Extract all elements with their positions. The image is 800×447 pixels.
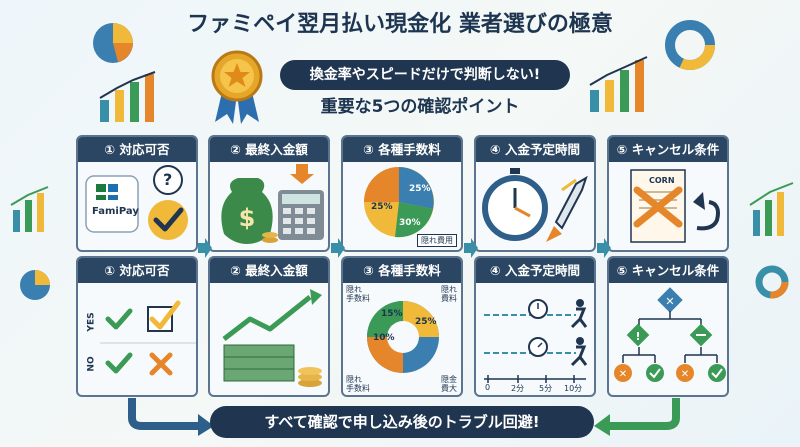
card-top-5-cancel: ⑤ キャンセル条件 CORN	[607, 135, 729, 252]
card-header: ① 対応可否	[78, 137, 196, 162]
donut-side-label: 隠れ 手数料	[346, 285, 370, 303]
subtitle-pill: 換金率やスピードだけで判断しない!	[280, 60, 570, 90]
donut-side-label: 隠れ 手数料	[346, 375, 370, 393]
card-bottom-5-cancel: ⑤ キャンセル条件 ✕ ! ✕ ✕	[607, 256, 729, 397]
page-title: ファミペイ翌月払い現金化 業者選びの極意	[187, 12, 613, 37]
pie-slice-label: 25%	[371, 202, 393, 212]
yes-no-check-icon	[100, 300, 196, 376]
subtitle-heading: 重要な5つの確認ポイント	[320, 97, 520, 117]
question-mark: ?	[163, 170, 173, 189]
timeline-tick: 2分	[511, 384, 525, 393]
stopwatch-rocket-icon	[482, 168, 588, 242]
bottom-banner: すべて確認で申し込み後のトラブル回避!	[210, 406, 594, 438]
side-chart-right-icon	[749, 182, 794, 236]
timeline-tick: 5分	[539, 384, 553, 393]
famipay-check-icon	[85, 165, 188, 240]
medal-icon	[211, 50, 263, 124]
donut-chart-decoration-icon	[665, 20, 715, 70]
side-chart-left-icon	[10, 186, 49, 232]
card-bottom-3-fees: ③ 各種手数料 15% 25% 10% 隠れ 手数料 隠れ 手数料 隠れ 費料 …	[341, 256, 463, 397]
donut-side-label: 隠金 費大	[441, 375, 457, 393]
timeline-tick: 10分	[564, 384, 583, 393]
svg-text:!: !	[635, 330, 640, 343]
arrow-curve-right-icon	[594, 398, 680, 436]
money-bag-calculator-icon: $	[221, 164, 324, 244]
bar-chart-decoration-icon	[99, 71, 156, 122]
flowchart-icon: ✕ ! ✕ ✕	[614, 287, 726, 382]
donut-slice-label: 10%	[373, 333, 395, 343]
cancel-document-icon	[630, 169, 720, 243]
timeline-tick: 0	[485, 383, 491, 392]
donut-slice-label: 25%	[415, 317, 437, 327]
arrow-right-icon	[331, 238, 345, 258]
card-top-3-fees: ③ 各種手数料 25% 25% 30% 隠れ費用	[341, 135, 463, 252]
card-header: ④ 入金予定時間	[476, 137, 594, 162]
hidden-fee-tag: 隠れ費用	[417, 234, 457, 247]
yes-label: YES	[86, 312, 97, 332]
side-donut-right-icon	[755, 265, 789, 299]
side-pie-left-icon	[20, 270, 50, 300]
svg-text:✕: ✕	[681, 369, 689, 380]
pie-chart-decoration-icon	[93, 23, 133, 63]
pie-slice-label: 25%	[409, 184, 431, 194]
card-header: ② 最終入金額	[210, 258, 328, 283]
card-header: ① 対応可否	[78, 258, 196, 283]
bar-chart-decoration-right-icon	[589, 56, 648, 112]
card-header: ③ 各種手数料	[343, 258, 461, 283]
svg-text:✕: ✕	[665, 295, 674, 308]
card-bottom-2-final-amount: ② 最終入金額	[208, 256, 330, 397]
fee-donut-icon	[367, 301, 439, 373]
card-top-2-final-amount: ② 最終入金額 $	[208, 135, 330, 252]
arrow-right-icon	[464, 238, 478, 258]
card-header: ③ 各種手数料	[343, 137, 461, 162]
timeline-icon	[484, 299, 588, 383]
svg-text:$: $	[239, 204, 256, 232]
arrow-right-icon	[597, 238, 611, 258]
card-top-4-deposit-time: ④ 入金予定時間	[474, 135, 596, 252]
famipay-logo-text: FamiPay	[92, 206, 139, 217]
card-header: ⑤ キャンセル条件	[609, 137, 727, 162]
pie-slice-label: 30%	[399, 218, 421, 228]
card-header: ② 最終入金額	[210, 137, 328, 162]
no-label: NO	[86, 356, 97, 372]
donut-side-label: 隠れ 費料	[441, 285, 457, 303]
arrow-curve-left-icon	[128, 398, 214, 436]
svg-text:✕: ✕	[619, 369, 627, 380]
fee-pie-icon	[364, 167, 434, 238]
card-header: ⑤ キャンセル条件	[609, 258, 727, 283]
donut-slice-label: 15%	[381, 309, 403, 319]
document-header-text: CORN	[649, 176, 675, 185]
card-top-1-availability: ① 対応可否 FamiPay ?	[76, 135, 198, 252]
card-bottom-1-availability: ① 対応可否 YES NO	[76, 256, 198, 397]
cash-growth-icon	[222, 289, 322, 387]
card-header: ④ 入金予定時間	[476, 258, 594, 283]
card-bottom-4-deposit-time: ④ 入金予定時間 0 2分 5分 10分	[474, 256, 596, 397]
arrow-right-icon	[198, 238, 212, 258]
